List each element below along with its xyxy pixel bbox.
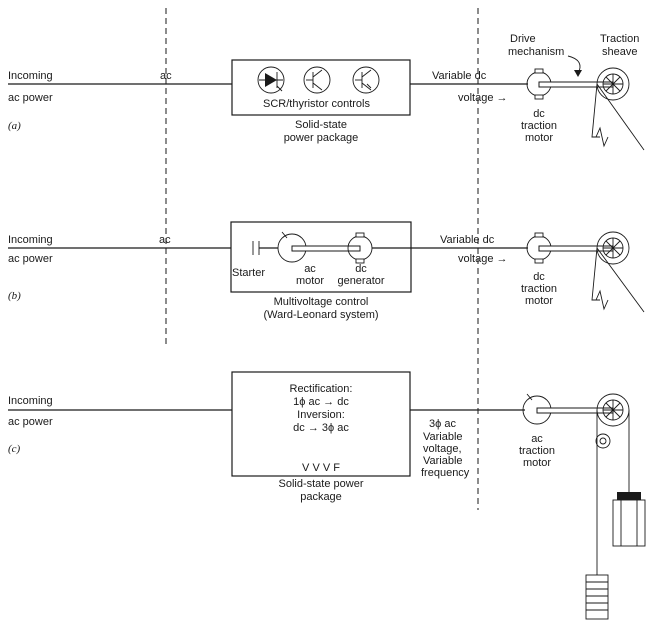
generator-label-line1: dc: [355, 263, 367, 275]
elevator-car-c: [612, 492, 646, 547]
rectification-value: 1ϕ ac → dc: [293, 396, 349, 408]
sheave-label-line1: Traction: [600, 33, 639, 45]
starter-label: Starter: [232, 267, 265, 279]
break-mark-b: [595, 289, 609, 311]
break-mark-a: [595, 126, 609, 148]
drive-label-line1: Drive: [510, 33, 536, 45]
voltage-label-b: voltage →: [458, 253, 508, 265]
drive-shaft-b: [538, 245, 614, 252]
counterweight-c: [585, 574, 609, 620]
drive-shaft-a: [538, 81, 614, 88]
caption-b-line1: Multivoltage control: [274, 296, 369, 308]
transistor-symbol-icon: [303, 66, 331, 94]
generator-label-line2: generator: [337, 275, 384, 287]
ac-label-a: ac: [160, 70, 172, 82]
motor-a-line2: traction: [521, 120, 557, 132]
ac-label-b: ac: [159, 234, 171, 246]
motor-c-line1: ac: [531, 433, 543, 445]
scr-controls-label: SCR/thyristor controls: [263, 98, 370, 110]
ac-power-label-c: ac power: [8, 416, 53, 428]
incoming-label-c: Incoming: [8, 395, 53, 407]
inversion-label: Inversion:: [297, 409, 345, 421]
motor-b-line1: dc: [533, 271, 545, 283]
panel-tag-b: (b): [8, 290, 21, 302]
three-phase-label: 3ϕ ac: [429, 418, 456, 430]
incoming-label-a: Incoming: [8, 70, 53, 82]
ac-power-label-b: ac power: [8, 253, 53, 265]
caption-b-line2: (Ward-Leonard system): [263, 309, 378, 321]
scr-symbol-icon: [257, 66, 285, 94]
support-slope-a: [596, 83, 645, 151]
solid-state-box-a: [231, 59, 411, 116]
caption-c-line1: Solid-state power: [279, 478, 364, 490]
voltage-label-a: voltage →: [458, 92, 508, 104]
panel-tag-c: (c): [8, 443, 21, 455]
ac-motor-label-line2: motor: [296, 275, 324, 287]
panel-a: Incoming ac power ac (a): [8, 33, 645, 151]
variable-dc-label-b: Variable dc: [440, 234, 495, 246]
motor-a-line3: motor: [525, 132, 553, 144]
rectification-label: Rectification:: [290, 383, 353, 395]
ac-motor-label-line1: ac: [304, 263, 316, 275]
thyristor-symbol-icon: [352, 66, 380, 94]
motor-c-line2: traction: [519, 445, 555, 457]
coupling-shaft-b: [291, 245, 361, 252]
frequency-label: frequency: [421, 467, 470, 479]
drive-pointer-arrowhead: [574, 70, 582, 77]
variable-label-2: Variable: [423, 455, 463, 467]
caption-a-line1: Solid-state: [295, 119, 347, 131]
motor-c-line3: motor: [523, 457, 551, 469]
panel-tag-a: (a): [8, 120, 21, 132]
inversion-value: dc → 3ϕ ac: [293, 422, 349, 434]
deflector-sheave-c: [595, 433, 611, 449]
panel-b: Incoming ac power ac (b) Starter ac moto…: [8, 221, 645, 321]
support-slope-b: [596, 247, 645, 313]
sheave-label-line2: sheave: [602, 46, 637, 58]
drive-label-line2: mechanism: [508, 46, 564, 58]
incoming-label-b: Incoming: [8, 234, 53, 246]
variable-label-1: Variable: [423, 431, 463, 443]
motor-a-line1: dc: [533, 108, 545, 120]
support-bracket-b: [591, 247, 600, 301]
motor-b-line3: motor: [525, 295, 553, 307]
support-bracket-a: [591, 83, 600, 138]
motor-b-line2: traction: [521, 283, 557, 295]
panel-c: Incoming ac power (c) Rectification: 1ϕ …: [8, 371, 646, 620]
ward-leonard-box: [230, 221, 412, 293]
vvvf-box: [231, 371, 411, 477]
vvvf-label: V V V F: [302, 462, 340, 474]
drive-shaft-c: [536, 407, 614, 414]
caption-a-line2: power package: [284, 132, 359, 144]
variable-dc-label-a: Variable dc: [432, 70, 487, 82]
caption-c-line2: package: [300, 491, 342, 503]
ac-power-label-a: ac power: [8, 92, 53, 104]
voltage-label-c: voltage,: [423, 443, 462, 455]
